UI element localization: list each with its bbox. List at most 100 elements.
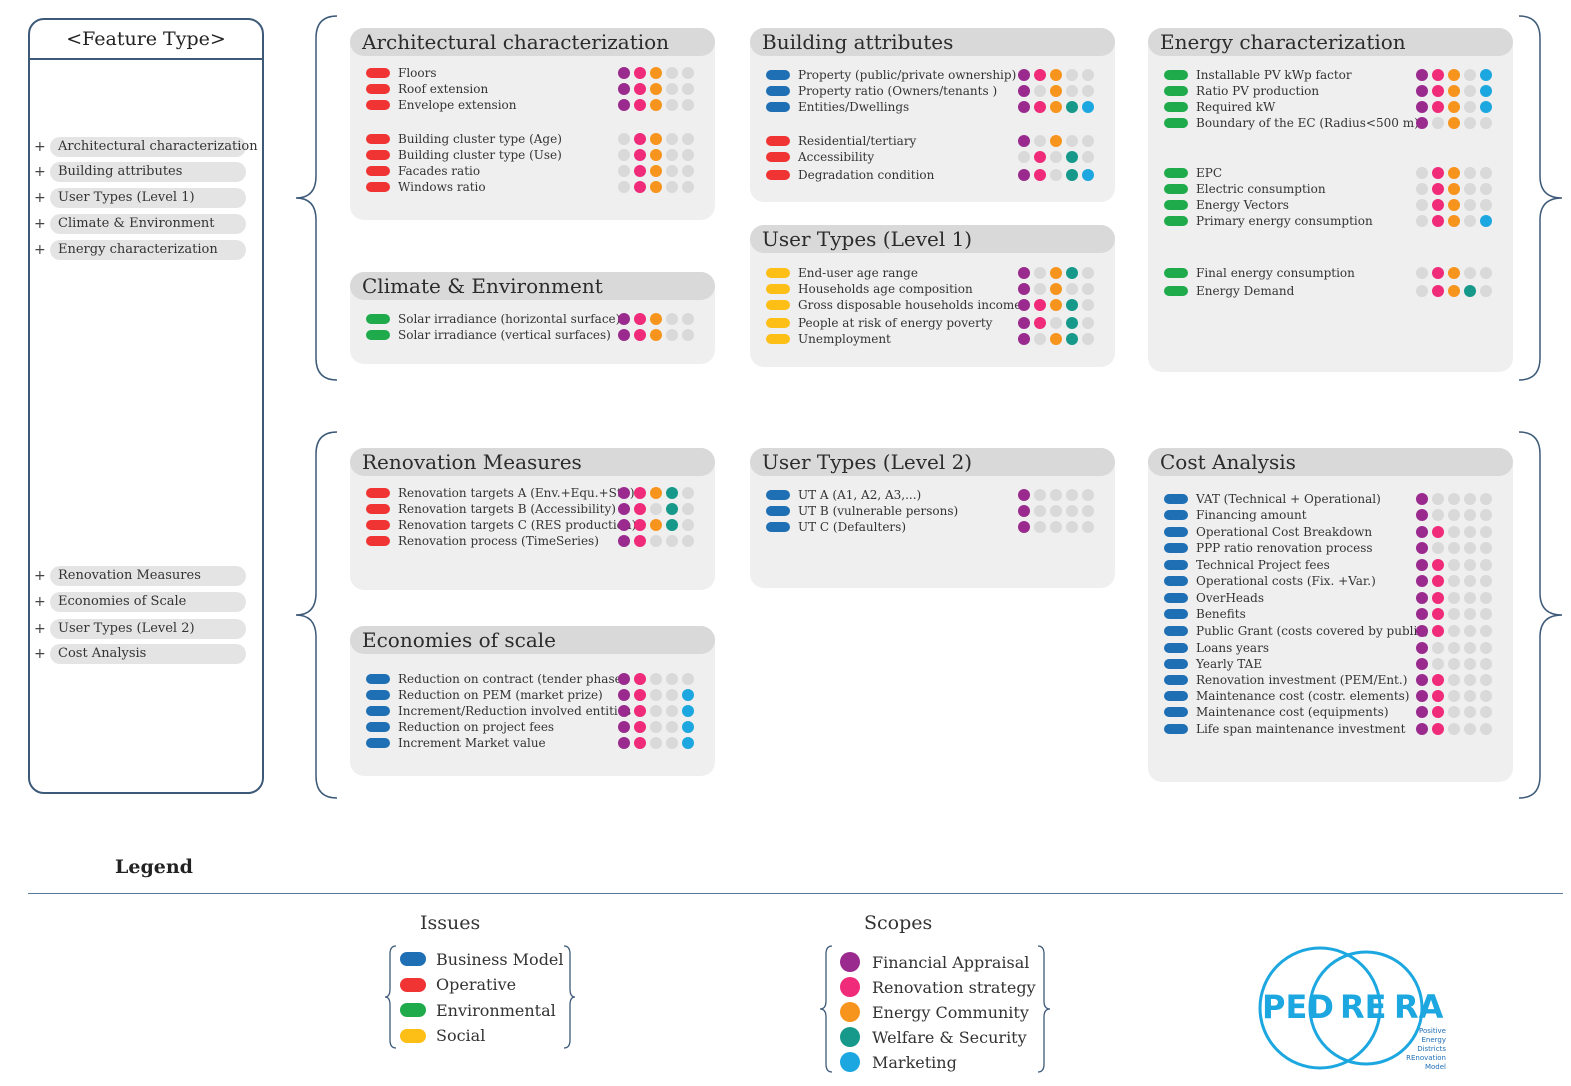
legend-issue-business-model: Business Model xyxy=(400,948,564,970)
scope-dot xyxy=(1432,101,1444,113)
scope-dot xyxy=(1480,575,1492,587)
scope-dot xyxy=(1432,674,1444,686)
sidebar-item-economies-of-scale[interactable]: + Economies of Scale xyxy=(34,592,246,612)
card-title: Economies of scale xyxy=(350,626,715,654)
logo-text-re: RE xyxy=(1340,988,1387,1026)
scope-dot xyxy=(1066,333,1078,345)
feature-row: Required kW xyxy=(1164,100,1275,114)
plus-icon[interactable]: + xyxy=(34,190,46,206)
scope-dots xyxy=(1416,642,1496,654)
scopes-brace xyxy=(819,945,1051,1073)
scope-dots xyxy=(1018,101,1098,113)
plus-icon[interactable]: + xyxy=(34,646,46,662)
scope-dots xyxy=(618,99,698,111)
scope-dot xyxy=(1018,135,1030,147)
issue-marker xyxy=(1164,609,1188,619)
left-brace-bottom xyxy=(295,431,338,799)
scope-dot xyxy=(1082,101,1094,113)
issue-marker xyxy=(766,70,790,80)
sidebar-item-building-attributes[interactable]: + Building attributes xyxy=(34,162,246,182)
issue-marker xyxy=(1164,576,1188,586)
scope-dot xyxy=(1464,215,1476,227)
scope-dot xyxy=(1018,101,1030,113)
scope-dot xyxy=(650,705,662,717)
scope-dot xyxy=(634,329,646,341)
scope-dot xyxy=(1018,85,1030,97)
scope-dots xyxy=(1416,69,1496,81)
issue-marker xyxy=(366,182,390,192)
scope-dots xyxy=(618,313,698,325)
scope-dots xyxy=(1416,493,1496,505)
scope-dot xyxy=(682,689,694,701)
scope-dot xyxy=(682,519,694,531)
scope-dot xyxy=(1432,658,1444,670)
issue-marker xyxy=(366,314,390,324)
feature-label: Primary energy consumption xyxy=(1196,214,1373,228)
plus-icon[interactable]: + xyxy=(34,621,46,637)
issue-marker xyxy=(1164,216,1188,226)
feature-label: Windows ratio xyxy=(398,180,486,194)
scope-dot xyxy=(1018,151,1030,163)
feature-row: Unemployment xyxy=(766,332,891,346)
feature-label: Operational costs (Fix. +Var.) xyxy=(1196,574,1376,588)
legend-scope-renovation-strategy: Renovation strategy xyxy=(840,976,1036,998)
scope-dot xyxy=(1082,299,1094,311)
scope-dots xyxy=(618,689,698,701)
issue-marker xyxy=(1164,543,1188,553)
feature-row: Property (public/private ownership) xyxy=(766,68,1016,82)
issue-marker xyxy=(1164,70,1188,80)
sidebar-item-renovation-measures[interactable]: + Renovation Measures xyxy=(34,566,246,586)
plus-icon[interactable]: + xyxy=(34,216,46,232)
issue-marker xyxy=(766,506,790,516)
plus-icon[interactable]: + xyxy=(34,164,46,180)
scope-dot xyxy=(682,721,694,733)
feature-row: Energy Vectors xyxy=(1164,198,1289,212)
sidebar-item-user-types-level-2[interactable]: + User Types (Level 2) xyxy=(34,619,246,639)
card-title: User Types (Level 1) xyxy=(750,225,1115,253)
scope-dot xyxy=(1416,285,1428,297)
scope-dot xyxy=(618,133,630,145)
plus-icon[interactable]: + xyxy=(34,242,46,258)
plus-icon[interactable]: + xyxy=(34,594,46,610)
feature-row: Households age composition xyxy=(766,282,973,296)
sidebar-item-architectural-characterization[interactable]: + Architectural characterization xyxy=(34,137,258,157)
sidebar-item-user-types-level-1[interactable]: + User Types (Level 1) xyxy=(34,188,246,208)
scope-dot xyxy=(650,329,662,341)
feature-row: Property ratio (Owners/tenants ) xyxy=(766,84,997,98)
scope-dots xyxy=(1416,117,1496,129)
scope-dot xyxy=(634,737,646,749)
scope-dot xyxy=(1448,542,1460,554)
issue-marker xyxy=(366,150,390,160)
scope-dot xyxy=(1464,642,1476,654)
issues-title: Issues xyxy=(420,912,481,934)
scope-dot xyxy=(1448,706,1460,718)
card-title: Energy characterization xyxy=(1148,28,1513,56)
plus-icon[interactable]: + xyxy=(34,139,46,155)
scope-dot xyxy=(1034,85,1046,97)
logo-text-ra: RA xyxy=(1394,988,1444,1026)
sidebar-item-energy-characterization[interactable]: + Energy characterization xyxy=(34,240,246,260)
feature-row: Floors xyxy=(366,66,437,80)
scope-dot xyxy=(1050,521,1062,533)
scope-dot xyxy=(1448,285,1460,297)
feature-label: Maintenance cost (costr. elements) xyxy=(1196,689,1410,703)
scope-dot xyxy=(1480,509,1492,521)
legend-scope-financial-appraisal: Financial Appraisal xyxy=(840,951,1029,973)
scope-dots xyxy=(1416,559,1496,571)
sidebar-item-climate-environment[interactable]: + Climate & Environment xyxy=(34,214,246,234)
card-energy-characterization: Energy characterization Installable PV k… xyxy=(1148,28,1513,372)
feature-label: Renovation investment (PEM/Ent.) xyxy=(1196,673,1408,687)
issue-marker xyxy=(1164,494,1188,504)
scope-dots xyxy=(1416,285,1496,297)
feature-row: Benefits xyxy=(1164,607,1246,621)
scope-dot xyxy=(650,67,662,79)
sidebar-item-cost-analysis[interactable]: + Cost Analysis xyxy=(34,644,246,664)
scope-dot xyxy=(1432,592,1444,604)
scope-dot xyxy=(1464,267,1476,279)
scope-dot xyxy=(1480,642,1492,654)
scope-dot xyxy=(1448,267,1460,279)
issue-marker xyxy=(366,674,390,684)
plus-icon[interactable]: + xyxy=(34,568,46,584)
scope-dot xyxy=(1448,723,1460,735)
feature-row: Renovation process (TimeSeries) xyxy=(366,534,599,548)
